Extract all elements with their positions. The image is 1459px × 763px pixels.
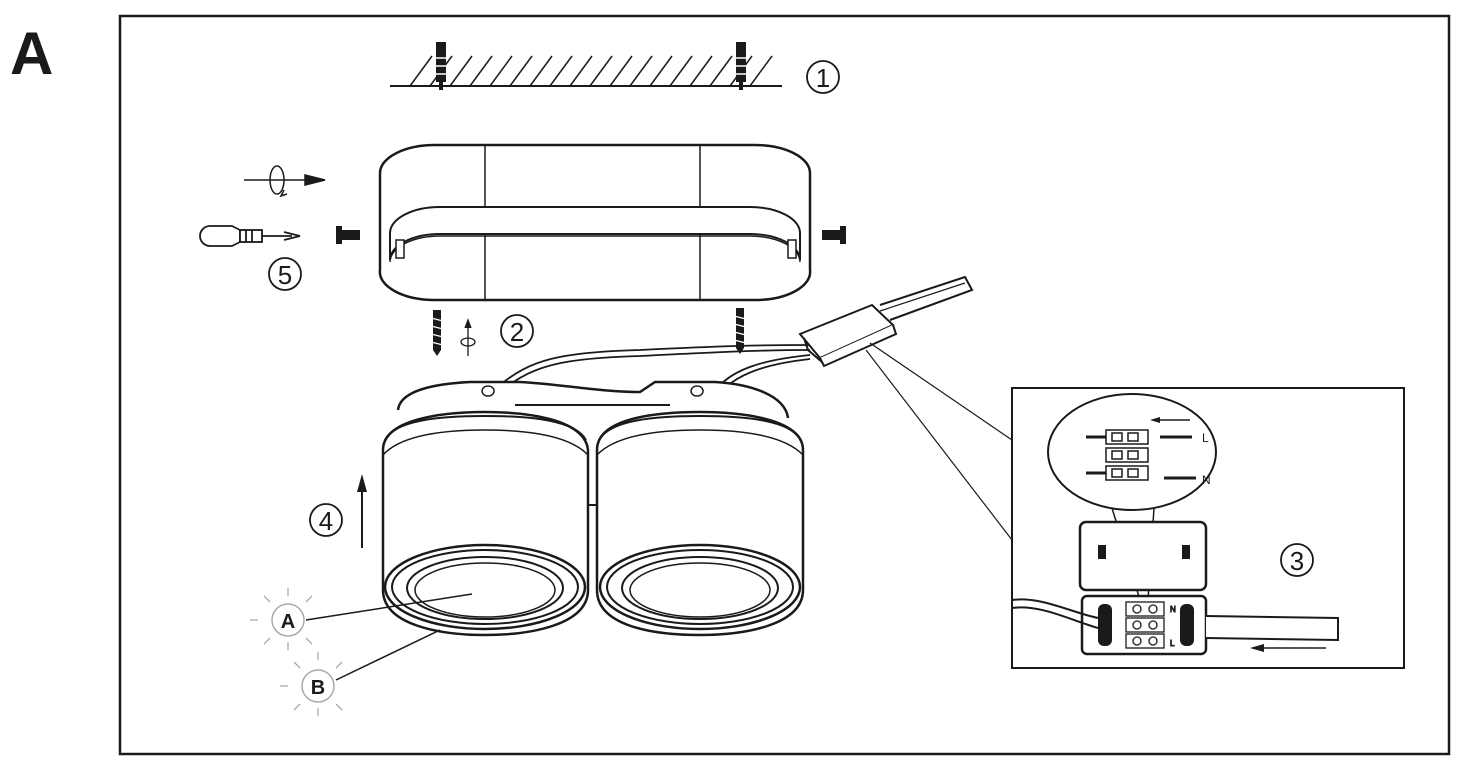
step-3-label: 3 xyxy=(1290,546,1304,576)
spotlight-fixture xyxy=(381,380,805,637)
supply-cable-right xyxy=(1205,615,1339,642)
terminal-live-small-label: L xyxy=(1170,639,1175,648)
mounting-ring xyxy=(378,143,812,302)
terminal-neutral-label: N xyxy=(1202,473,1211,487)
supply-cable-left xyxy=(1011,598,1099,629)
wall-plug-left xyxy=(434,42,448,90)
rotate-screw-icon xyxy=(460,318,476,356)
callout-b: B xyxy=(280,629,441,716)
step-1-label: 1 xyxy=(816,63,830,93)
panel-letter: A xyxy=(10,20,54,87)
callout-a-label: A xyxy=(281,611,295,633)
step-5-label: 5 xyxy=(278,260,292,290)
push-up-arrow-icon xyxy=(357,474,367,548)
step-3-marker: 3 xyxy=(1280,543,1314,577)
vertical-screw-left xyxy=(430,310,444,356)
wall-plug-right xyxy=(734,42,748,90)
step-2-label: 2 xyxy=(510,317,524,347)
junction-box-cover xyxy=(1078,520,1208,592)
step-4-label: 4 xyxy=(319,506,333,536)
callout-b-label: B xyxy=(311,677,325,699)
step-1-marker: 1 xyxy=(806,60,840,94)
diagram-frame xyxy=(118,14,1451,756)
junction-box-base: N L xyxy=(1080,594,1208,656)
detail-leader-lines xyxy=(865,342,1013,541)
vertical-screw-right xyxy=(733,308,747,354)
side-screw-right xyxy=(822,226,846,244)
screwdriver-icon xyxy=(199,225,301,247)
callout-a: A xyxy=(250,588,473,650)
step-5-marker: 5 xyxy=(268,257,302,291)
terminal-live-label: L xyxy=(1202,431,1209,445)
connector-box xyxy=(798,275,974,368)
step-2-marker: 2 xyxy=(500,314,534,348)
side-screw-left xyxy=(336,226,360,244)
ceiling xyxy=(390,55,782,87)
step-4-marker: 4 xyxy=(309,503,343,537)
terminal-neutral-small-label: N xyxy=(1170,605,1176,614)
rotate-direction-icon xyxy=(244,165,326,198)
cable-direction-arrow xyxy=(1250,644,1326,652)
